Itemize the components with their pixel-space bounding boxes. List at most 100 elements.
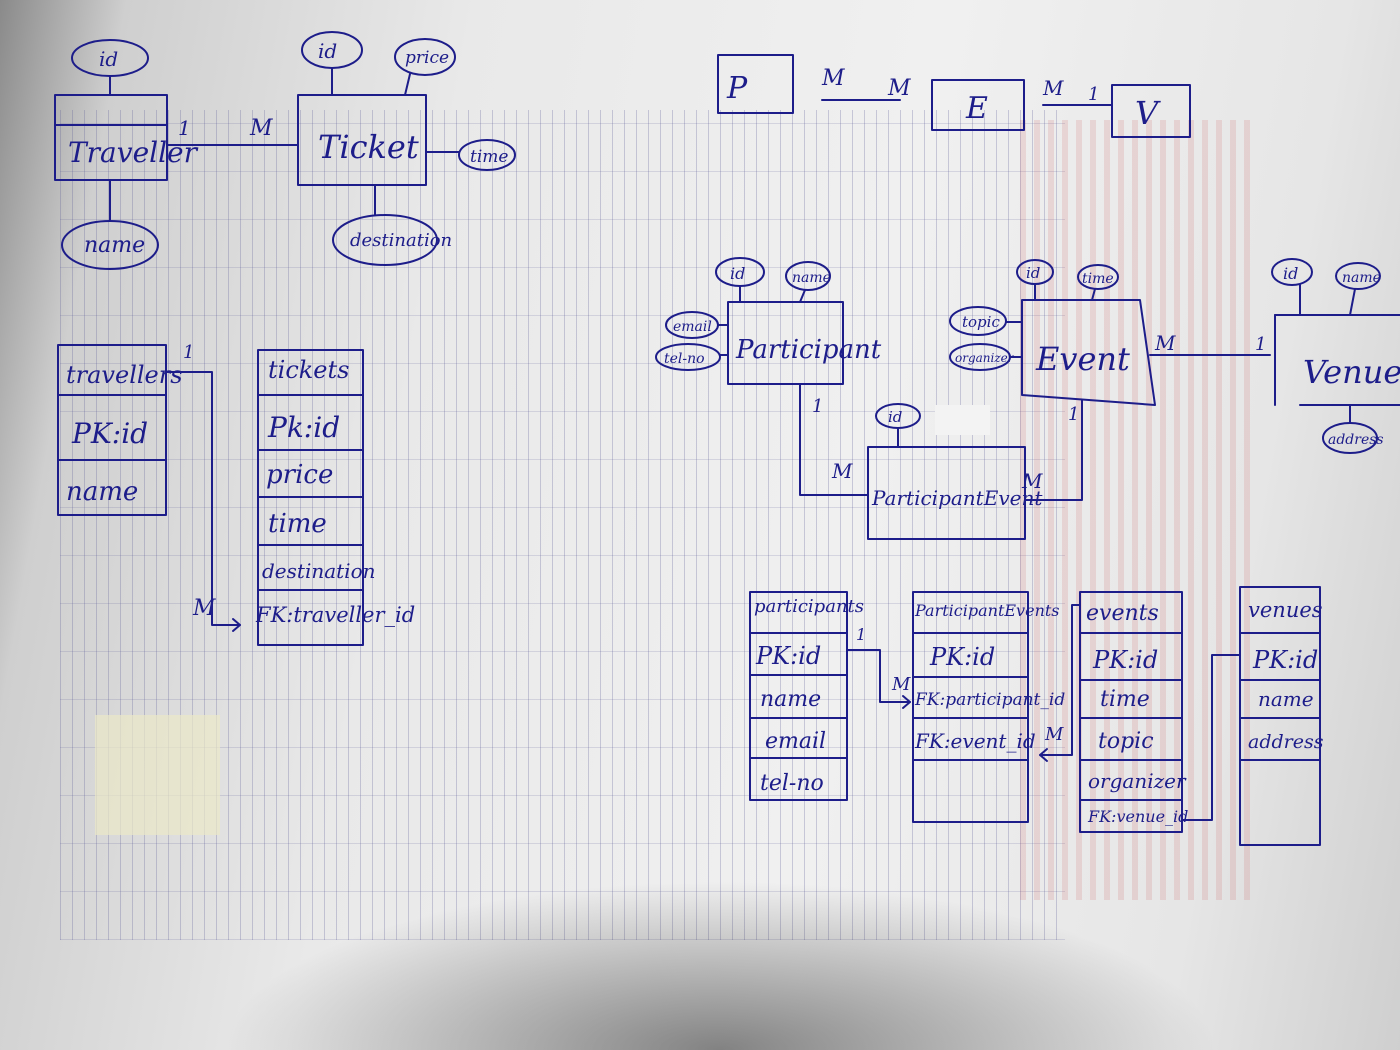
travellers-row-pk: PK:id [71, 417, 148, 450]
venue-attr-id-label: id [1283, 264, 1298, 283]
traveller-attr-id: id [71, 39, 149, 96]
event-attr-id-label: id [1026, 264, 1040, 282]
ticket-attr-destination-label: destination [350, 230, 452, 251]
participants-row-email: email [765, 729, 826, 754]
event-attr-topic-label: topic [962, 313, 1000, 331]
venues-row-pk: PK:id [1252, 646, 1318, 674]
events-row-pk: PK:id [1092, 646, 1158, 674]
tickets-row-destination: destination [262, 559, 376, 583]
event-venue-relationship: M 1 [1149, 331, 1271, 356]
event-pe-link: M 1 [1021, 399, 1083, 501]
tickets-row-fk: FK:traveller_id [255, 603, 415, 627]
venues-title: venues [1248, 598, 1323, 622]
event-attr-id: id [1016, 259, 1054, 301]
participant-attr-tel-label: tel-no [664, 351, 705, 367]
event-attr-time: time [1077, 264, 1119, 301]
participant-event-label: ParticipantEvent [871, 486, 1043, 510]
rel-card-many: M [249, 116, 273, 141]
ev-card-one: 1 [1255, 334, 1266, 355]
participant-events-table: ParticipantEvents PK:id FK:participant_i… [912, 591, 1065, 823]
summary-p: P [726, 71, 748, 106]
events-venues-link [1181, 654, 1241, 821]
venue-attr-address: address [1322, 404, 1384, 454]
events-title: events [1086, 601, 1159, 626]
right-card-many: M [891, 674, 911, 695]
rel-card-one: 1 [178, 116, 191, 140]
venue-label: Venue [1303, 353, 1400, 391]
summary-m2: M [887, 76, 911, 101]
participant-events-row-fk2: FK:event_id [914, 729, 1036, 753]
tickets-row-pk: Pk:id [267, 411, 340, 444]
traveller-attr-name-label: name [84, 233, 145, 258]
participants-table: participants PK:id name email tel-no [749, 591, 864, 801]
participant-attr-id: id [715, 257, 765, 303]
summary-m1: M [821, 66, 845, 91]
venues-row-name: name [1258, 687, 1314, 711]
participants-row-tel: tel-no [760, 771, 824, 796]
grid-paper [60, 110, 1065, 940]
summary-one: 1 [1088, 84, 1099, 105]
summary-v: V [1135, 94, 1161, 132]
events-row-time: time [1100, 687, 1150, 712]
ticket-attr-time-label: time [470, 147, 508, 167]
venues-row-address: address [1248, 731, 1324, 753]
grid-paper-rows [60, 110, 1065, 940]
ticket-attr-price: price [394, 38, 456, 96]
ticket-attr-time: time [425, 139, 516, 171]
white-patch [935, 405, 990, 435]
event-attr-time-label: time [1082, 271, 1114, 287]
event-attr-organizer: organizer [949, 343, 1023, 371]
ticket-label: Ticket [318, 128, 419, 166]
participant-pe-link: 1 M [799, 383, 869, 496]
participant-attr-email: email [665, 311, 729, 339]
travellers-table: travellers PK:id name [57, 344, 183, 516]
events-row-organizer: organizer [1088, 769, 1187, 793]
right-card-e-many: M [1044, 724, 1064, 745]
participant-events-title: ParticipantEvents [914, 601, 1060, 620]
venue-entity: Venue [1274, 314, 1400, 406]
ev-card-many: M [1154, 331, 1176, 355]
traveller-attr-id-label: id [99, 47, 118, 71]
events-row-fk: FK:venue_id [1087, 807, 1188, 826]
right-card-one: 1 [856, 625, 866, 644]
event-attr-organizer-label: organizer [955, 351, 1015, 365]
pe-card-one: 1 [812, 396, 823, 417]
events-row-topic: topic [1098, 729, 1154, 754]
event-attr-topic: topic [949, 306, 1023, 336]
events-pe-link: M [1039, 604, 1081, 762]
venue-attr-name-label: name [1342, 270, 1381, 286]
participant-attr-id-label: id [730, 264, 745, 283]
summary-relations: P M M E M 1 V [717, 54, 1191, 138]
venue-attr-id: id [1271, 258, 1313, 316]
participant-event-attr-id: id [875, 403, 921, 448]
events-table: events PK:id time topic organizer FK:ven… [1079, 591, 1188, 833]
participant-attr-name: name [785, 261, 831, 303]
ticket-entity: Ticket [297, 94, 427, 186]
left-card-many: M [192, 596, 216, 621]
ev-pe-card-many: M [1021, 469, 1043, 493]
traveller-attr-name: name [61, 179, 159, 270]
participants-row-name: name [760, 687, 821, 712]
printed-form-box [95, 715, 220, 835]
event-label: Event [1035, 340, 1130, 378]
tickets-table: tickets Pk:id price time destination FK:… [255, 349, 415, 646]
participant-event-entity: ParticipantEvent [867, 446, 1043, 540]
left-card-one: 1 [183, 342, 194, 363]
tickets-title: tickets [268, 356, 349, 384]
pe-card-many: M [831, 459, 853, 483]
traveller-entity: Traveller [54, 94, 199, 181]
travellers-tickets-link: 1 M [165, 342, 241, 632]
participant-label: Participant [735, 335, 882, 365]
traveller-ticket-relationship: 1 M [166, 116, 299, 146]
event-entity: Event [1021, 299, 1156, 406]
participants-title: participants [754, 596, 864, 617]
participant-attr-name-label: name [792, 270, 831, 286]
ticket-attr-id-label: id [318, 39, 337, 63]
venue-attr-name: name [1335, 262, 1381, 316]
summary-m3: M [1042, 76, 1064, 100]
travellers-title: travellers [66, 361, 183, 389]
participants-row-pk: PK:id [755, 642, 821, 670]
participant-events-row-fk1: FK:participant_id [914, 690, 1065, 710]
